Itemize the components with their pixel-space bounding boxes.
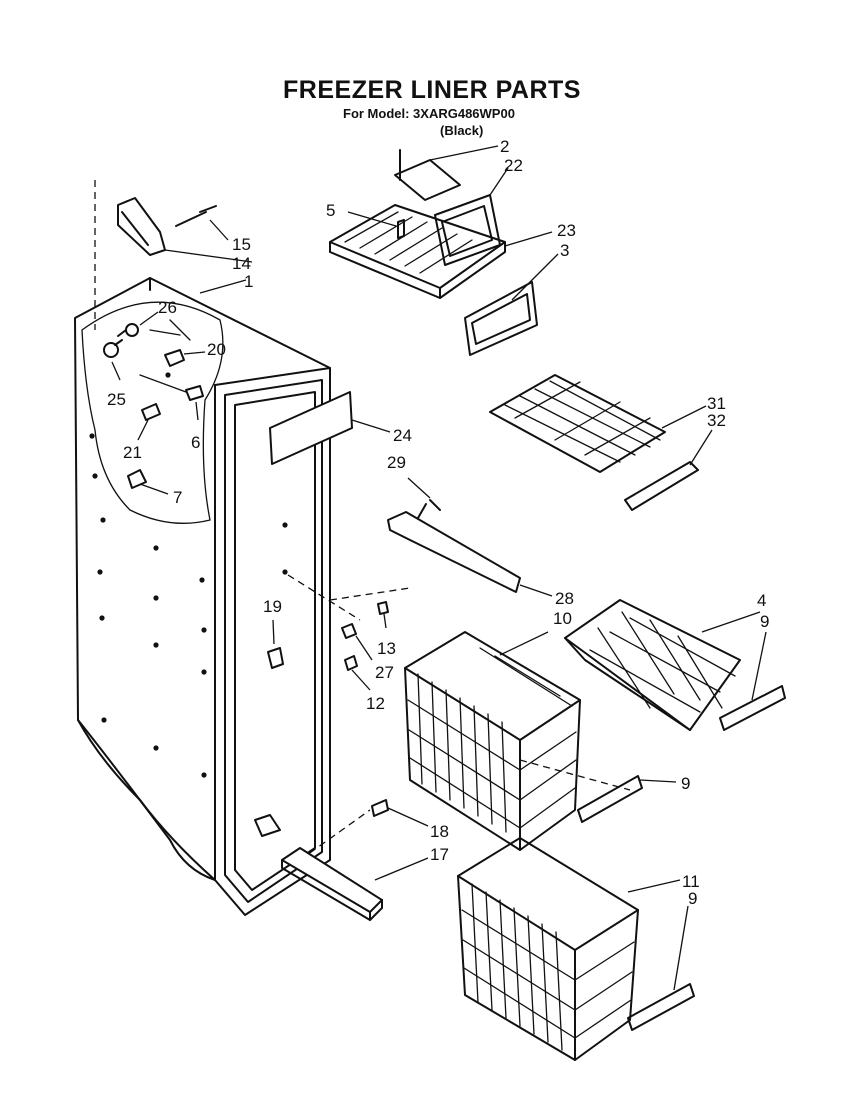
model-number-line: For Model: 3XARG486WP00 (343, 106, 515, 121)
part-label-26: 26 (158, 298, 177, 317)
part-label-14: 14 (232, 254, 251, 273)
part-label-19: 19 (263, 597, 282, 616)
part-label-9-middle: 9 (681, 774, 691, 793)
part-label-13: 13 (377, 639, 396, 658)
part-label-21: 21 (123, 443, 142, 462)
part-label-6: 6 (191, 433, 201, 452)
trim-24 (269, 391, 391, 465)
part-label-17: 17 (430, 845, 449, 864)
trim-9-middle (519, 759, 677, 823)
part-label-24: 24 (393, 426, 412, 445)
part-label-9-lower: 9 (688, 889, 698, 908)
trim-9-lower (627, 905, 695, 1031)
part-label-23: 23 (557, 221, 576, 240)
part-label-28: 28 (555, 589, 574, 608)
part-label-29: 29 (387, 453, 406, 472)
page-title: FREEZER LINER PARTS (283, 76, 581, 104)
basket-11 (457, 837, 681, 1061)
part-label-20: 20 (207, 340, 226, 359)
liner-small-parts (103, 311, 206, 495)
small-parts-center (267, 574, 429, 861)
part-label-18: 18 (430, 822, 449, 841)
part-label-2: 2 (500, 137, 510, 156)
part-label-15: 15 (232, 235, 251, 254)
part-label-1: 1 (244, 272, 254, 291)
screw-15 (175, 205, 229, 241)
trim-9-upper (719, 631, 786, 731)
part-label-7: 7 (173, 488, 183, 507)
top-shelf-assembly (329, 145, 559, 356)
trim-32 (624, 429, 713, 511)
part-label-4: 4 (757, 591, 767, 610)
freezer-liner (74, 277, 331, 916)
basket-4 (564, 599, 761, 731)
part-label-3: 3 (560, 241, 570, 260)
part-label-31: 31 (707, 394, 726, 413)
wire-shelf-31 (489, 374, 707, 473)
bracket-14 (94, 180, 253, 330)
part-label-9-upper: 9 (760, 612, 770, 631)
part-label-10: 10 (553, 609, 572, 628)
model-variant: (Black) (440, 123, 484, 138)
part-label-25: 25 (107, 390, 126, 409)
part-label-22: 22 (504, 156, 523, 175)
part-label-11: 11 (682, 872, 700, 891)
cover-28 (387, 477, 553, 597)
trim-17 (281, 847, 429, 921)
part-label-27: 27 (375, 663, 394, 682)
part-label-12: 12 (366, 694, 385, 713)
basket-10 (404, 631, 581, 851)
part-label-5: 5 (326, 201, 336, 220)
part-label-32: 32 (707, 411, 726, 430)
